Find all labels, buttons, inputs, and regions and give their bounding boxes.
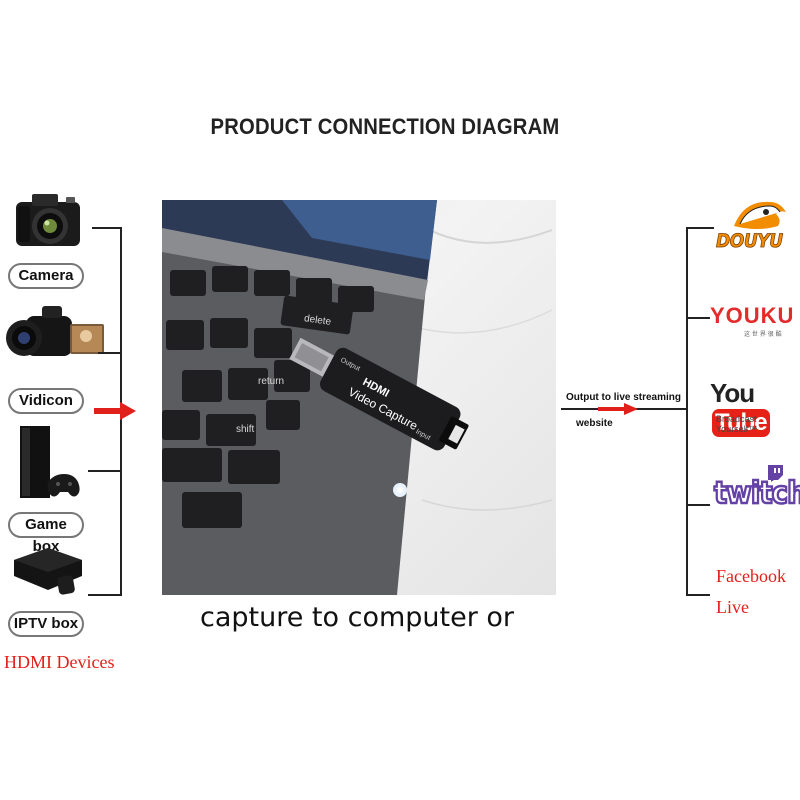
youku-logo: YOUKU (710, 303, 795, 328)
youtube-logo: YouTube (710, 378, 800, 437)
game-console-icon (20, 426, 80, 498)
right-bracket-tick (686, 504, 710, 506)
twitch-glitch-icon (768, 465, 783, 482)
key-label-shift: shift (236, 424, 255, 435)
device-label-game-box: Game box (8, 512, 84, 555)
device-label-camera: Camera (8, 263, 84, 289)
diagram-title: PRODUCT CONNECTION DIAGRAM (210, 114, 560, 139)
youtube-subtitle: Broadcast Yourself™ (716, 414, 758, 434)
right-bracket-tick (686, 594, 710, 596)
facebook-live-line1: Facebook (716, 566, 786, 586)
youtube-logo-you: You (710, 378, 755, 408)
photo-caption: capture to computer or (200, 602, 515, 633)
device-label-vidicon: Vidicon (8, 388, 84, 414)
tv-box-icon (14, 548, 82, 595)
youku-subtitle: 这 世 界 很 酷 (744, 331, 782, 338)
output-label-line1: Output to live streaming (566, 392, 682, 403)
key-label-return: return (258, 376, 284, 387)
youtube-logo-tube: Tube (712, 409, 770, 437)
camera-icon (16, 194, 80, 246)
left-bracket-tick (92, 227, 122, 229)
camcorder-icon (6, 306, 104, 356)
douyu-shark-icon (734, 201, 786, 229)
right-bracket-tick (686, 227, 714, 229)
left-bracket-tick (98, 352, 122, 354)
laptop-with-adapter-illustration: delete return shift Output Input HDMI Vi… (162, 200, 553, 595)
right-bracket-tick (686, 317, 710, 319)
output-arrow-icon (598, 403, 638, 415)
device-label-iptv-box: IPTV box (8, 611, 84, 637)
key-label-delete: delete (303, 313, 332, 328)
hdmi-devices-label: HDMI Devices (4, 652, 115, 672)
product-photo: delete return shift Output Input HDMI Vi… (162, 200, 556, 595)
twitch-logo: twitch (713, 475, 800, 513)
douyu-logo: DOUYU (716, 230, 784, 253)
facebook-live-line2: Live (716, 597, 749, 617)
output-label-line2: website (576, 418, 613, 429)
right-bracket-vertical (686, 227, 688, 595)
left-bracket-tick (88, 594, 122, 596)
left-bracket-tick (88, 470, 122, 472)
input-arrow-icon (94, 402, 136, 420)
